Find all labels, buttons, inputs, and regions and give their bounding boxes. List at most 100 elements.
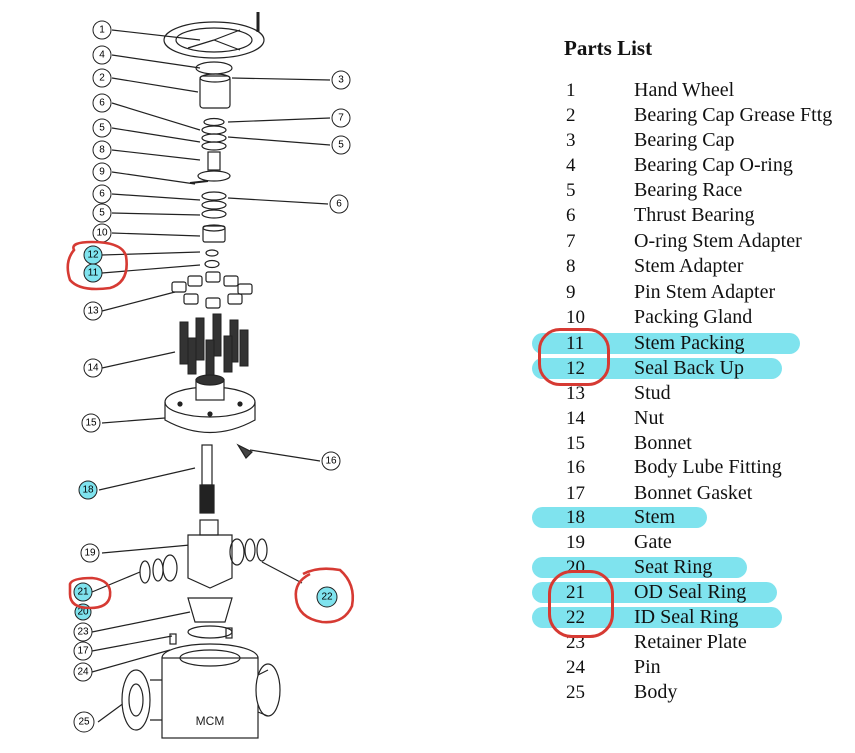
callout-bubble: 9 <box>92 162 112 182</box>
part-name: Gate <box>634 531 672 553</box>
parts-row: 2 Bearing Cap Grease Fttg <box>530 103 855 128</box>
svg-text:5: 5 <box>99 123 105 134</box>
red-callout-list-11-12 <box>538 328 610 386</box>
red-callout-11-12 <box>66 240 128 291</box>
callout-bubble: 23 <box>73 622 93 642</box>
callout-bubble: 24 <box>73 662 93 682</box>
parts-row: 19 Gate <box>530 530 855 555</box>
part-name: O-ring Stem Adapter <box>634 230 802 252</box>
part-name: Bearing Cap <box>634 129 735 151</box>
parts-row: 25 Body <box>530 680 855 705</box>
svg-text:4: 4 <box>99 50 105 61</box>
part-number: 2 <box>566 105 576 126</box>
callout-bubble: 3 <box>331 70 351 90</box>
red-callout-22 <box>294 567 355 624</box>
callout-bubble-highlighted: 22 <box>316 586 338 608</box>
svg-text:20: 20 <box>77 607 89 618</box>
svg-text:6: 6 <box>336 199 342 210</box>
part-name: Hand Wheel <box>634 79 735 101</box>
part-name: Packing Gland <box>634 306 753 328</box>
svg-text:17: 17 <box>77 646 89 657</box>
part-number: 15 <box>566 433 585 454</box>
svg-text:19: 19 <box>84 548 96 559</box>
svg-text:13: 13 <box>87 306 99 317</box>
callout-bubble: 14 <box>83 358 103 378</box>
svg-text:15: 15 <box>85 418 97 429</box>
callout-bubble-highlighted: 18 <box>78 480 98 500</box>
parts-row: 13 Stud <box>530 381 855 406</box>
svg-text:5: 5 <box>338 140 344 151</box>
svg-text:21: 21 <box>77 587 89 598</box>
svg-text:16: 16 <box>325 456 337 467</box>
part-name: Bonnet Gasket <box>634 482 753 504</box>
parts-list-title: Parts List <box>564 36 653 60</box>
part-number: 9 <box>566 282 576 303</box>
part-number: 25 <box>566 682 585 703</box>
callout-bubble: 6 <box>329 194 349 214</box>
svg-text:1: 1 <box>99 25 105 36</box>
part-name: Pin Stem Adapter <box>634 281 776 303</box>
red-callout-21 <box>68 576 112 610</box>
callout-bubble: 10 <box>92 223 112 243</box>
part-number: 24 <box>566 657 585 678</box>
part-name: Thrust Bearing <box>634 204 755 226</box>
svg-text:7: 7 <box>338 113 344 124</box>
svg-text:11: 11 <box>88 268 99 279</box>
part-name: Stud <box>634 382 671 404</box>
part-name: Bonnet <box>634 432 692 454</box>
part-name: Bearing Race <box>634 179 743 201</box>
part-number: 14 <box>566 408 585 429</box>
part-number: 18 <box>566 507 585 528</box>
callout-bubble: 25 <box>73 711 95 733</box>
part-name: Body <box>634 681 678 703</box>
part-number: 8 <box>566 256 576 277</box>
svg-text:14: 14 <box>87 363 99 374</box>
part-name: Bearing Cap Grease Fttg <box>634 104 833 126</box>
callout-bubble: 5 <box>331 135 351 155</box>
part-number: 5 <box>566 180 576 201</box>
callout-bubble-highlighted: 11 <box>83 263 103 283</box>
svg-text:25: 25 <box>78 717 90 728</box>
svg-text:23: 23 <box>77 627 89 638</box>
callout-bubble: 4 <box>92 45 112 65</box>
callout-bubble: 6 <box>92 184 112 204</box>
part-number: 16 <box>566 457 585 478</box>
part-number: 19 <box>566 532 585 553</box>
svg-text:10: 10 <box>96 228 108 239</box>
parts-row: 6 Thrust Bearing <box>530 203 855 228</box>
svg-text:2: 2 <box>99 73 105 84</box>
callout-bubble: 17 <box>73 641 93 661</box>
callout-bubble-highlighted: 12 <box>83 245 103 265</box>
callout-bubble-highlighted: 21 <box>73 582 93 602</box>
part-number: 13 <box>566 383 585 404</box>
svg-text:18: 18 <box>82 485 94 496</box>
callout-bubble: 7 <box>331 108 351 128</box>
exploded-valve-diagram: MCM 1 4 2 3 6 7 5 5 8 9 6 6 5 10 12 11 1… <box>66 12 355 739</box>
callout-bubble: 2 <box>92 68 112 88</box>
part-number: 10 <box>566 307 585 328</box>
parts-row: 5 Bearing Race <box>530 178 855 203</box>
part-name: Nut <box>634 407 664 429</box>
callout-bubble: 8 <box>92 140 112 160</box>
svg-text:5: 5 <box>99 208 105 219</box>
svg-text:8: 8 <box>99 145 105 156</box>
svg-text:12: 12 <box>87 250 99 261</box>
part-name: OD Seal Ring <box>634 581 747 603</box>
part-number: 6 <box>566 205 576 226</box>
callout-bubble: 1 <box>92 20 112 40</box>
parts-row: 15 Bonnet <box>530 431 855 456</box>
svg-text:3: 3 <box>338 75 344 86</box>
part-name: Seal Back Up <box>634 357 744 379</box>
part-name: Pin <box>634 656 661 678</box>
parts-row: 9 Pin Stem Adapter <box>530 280 855 305</box>
